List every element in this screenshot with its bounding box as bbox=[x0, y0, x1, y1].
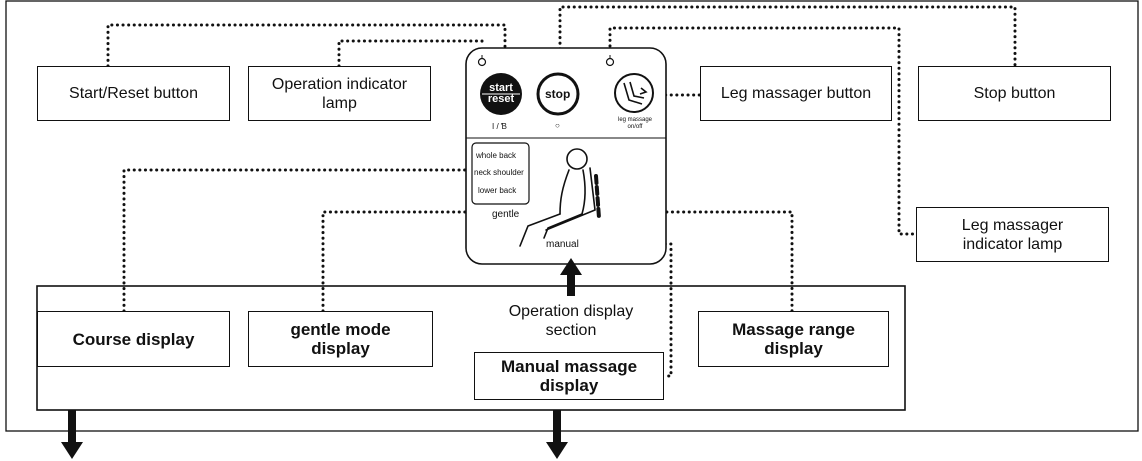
stop-caption: ○ bbox=[555, 121, 560, 130]
stop-button-label-box: Stop button bbox=[918, 66, 1111, 121]
leader-operation-lamp bbox=[337, 39, 484, 68]
massage-range-display-label-box: Massage range display bbox=[698, 311, 889, 367]
manual-massage-display-label-box: Manual massage display bbox=[474, 352, 664, 400]
course-display-label-box: Course display bbox=[37, 311, 230, 367]
leader-stop bbox=[558, 5, 1017, 68]
operation-display-section-label: Operation display section bbox=[508, 303, 634, 339]
remote-panel bbox=[465, 47, 667, 296]
leader-course bbox=[122, 168, 474, 313]
gentle-mode-display-label-box: gentle mode display bbox=[248, 311, 433, 367]
leader-gentle bbox=[321, 210, 488, 313]
lamp-icon bbox=[477, 55, 487, 67]
lamp-icon bbox=[605, 55, 615, 67]
start-reset-button-label-box: Start/Reset button bbox=[37, 66, 230, 121]
gentle-panel-label: gentle bbox=[492, 209, 520, 220]
stop-button-label: stop bbox=[545, 87, 571, 101]
leg-massager-indicator-lamp-label-box: Leg massager indicator lamp bbox=[916, 207, 1109, 262]
course-option-whole-back: whole back bbox=[476, 151, 517, 160]
leg-massager-button[interactable] bbox=[614, 73, 654, 113]
massage-range-bar bbox=[594, 174, 601, 220]
course-selector-box bbox=[471, 142, 530, 205]
arrow-down-icon bbox=[61, 410, 83, 459]
arrow-up-icon bbox=[560, 258, 582, 296]
leg-massage-caption: leg massage on/off bbox=[617, 117, 653, 130]
arrow-down-icon bbox=[546, 410, 568, 459]
seated-person-icon bbox=[519, 148, 601, 247]
stop-button[interactable] bbox=[536, 72, 580, 116]
leader-start-reset bbox=[106, 23, 507, 68]
course-option-lower-back: lower back bbox=[478, 186, 517, 195]
leg-massage-icon bbox=[623, 81, 648, 105]
start-caption: I / Ɓ bbox=[492, 122, 507, 131]
operation-indicator-lamp-label-box: Operation indicator lamp bbox=[248, 66, 431, 121]
leader-leg-lamp bbox=[608, 26, 918, 236]
leg-massager-button-label-box: Leg massager button bbox=[700, 66, 892, 121]
start-reset-button-label: start reset bbox=[487, 82, 515, 105]
course-option-neck-shoulder: neck shoulder bbox=[474, 168, 524, 177]
outer-frame bbox=[5, 0, 1139, 432]
manual-panel-label: manual bbox=[546, 239, 579, 250]
